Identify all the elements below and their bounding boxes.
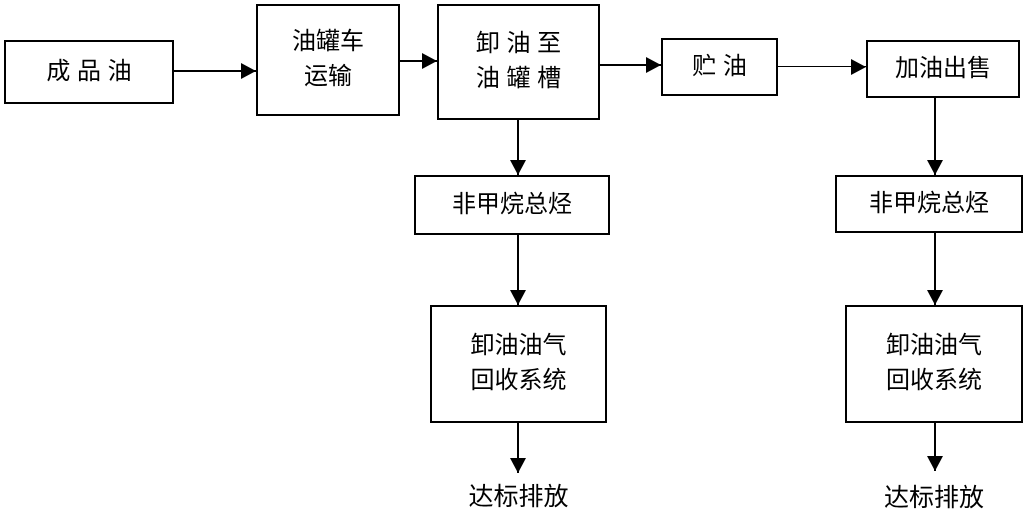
arrow-recovery-right-to-discharge-right bbox=[934, 423, 936, 471]
node-nmhc-right: 非甲烷总烃 bbox=[835, 175, 1023, 233]
arrow-recovery-left-to-discharge-left bbox=[517, 423, 519, 473]
arrow-refuel-to-nmhc-right bbox=[934, 98, 936, 175]
node-unload-to-tank: 卸 油 至 油 罐 槽 bbox=[437, 4, 600, 120]
node-store-oil: 贮 油 bbox=[661, 38, 778, 96]
arrow-unload-to-store bbox=[600, 64, 661, 66]
label-discharge-right: 达标排放 bbox=[883, 484, 984, 512]
arrow-unload-to-nmhc-left bbox=[517, 120, 519, 175]
node-recovery-left: 卸油油气 回收系统 bbox=[430, 305, 607, 423]
node-tanker-transport: 油罐车 运输 bbox=[256, 4, 400, 116]
node-refuel-sell: 加油出售 bbox=[866, 40, 1020, 98]
arrow-nmhc-right-to-recovery-right bbox=[934, 233, 936, 305]
arrow-finished-oil-to-tanker bbox=[174, 70, 256, 72]
label-discharge-left: 达标排放 bbox=[468, 483, 569, 511]
arrow-nmhc-left-to-recovery-left bbox=[517, 235, 519, 305]
arrow-tanker-to-unload bbox=[400, 60, 437, 62]
arrow-store-to-refuel bbox=[778, 66, 866, 67]
node-recovery-right: 卸油油气 回收系统 bbox=[845, 305, 1023, 423]
node-nmhc-left: 非甲烷总烃 bbox=[414, 175, 610, 235]
node-finished-oil: 成 品 油 bbox=[4, 40, 174, 104]
